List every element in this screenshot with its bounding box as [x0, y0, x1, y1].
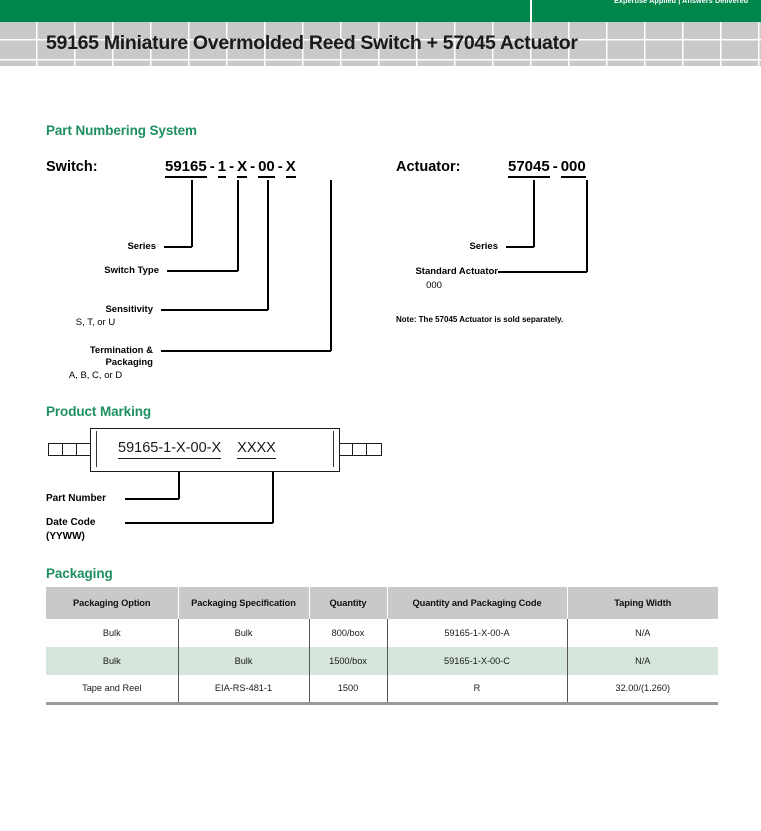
- leader-vline-standard-actuator: [586, 180, 588, 272]
- switch-seg-series: 59165: [165, 158, 207, 178]
- page-title: 59165 Miniature Overmolded Reed Switch +…: [46, 32, 578, 54]
- product-marking-text: 59165-1-X-00-X XXXX: [118, 440, 276, 459]
- callout-termination-line1: Termination &: [89, 345, 153, 356]
- table-row: Tape and Reel EIA-RS-481-1 1500 R 32.00/…: [46, 675, 718, 705]
- callout-termination-values: A, B, C, or D: [68, 370, 123, 381]
- actuator-note: Note: The 57045 Actuator is sold separat…: [396, 315, 564, 324]
- actuator-dash-1: -: [552, 158, 558, 175]
- column-header-packaging-specification: Packaging Specification: [178, 587, 310, 619]
- callout-sensitivity: Sensitivity: [105, 304, 153, 315]
- switch-body-drawing: [90, 428, 340, 472]
- leader-vline-actuator-series: [533, 180, 535, 247]
- title-band-grid-pattern: [0, 22, 761, 66]
- leader-hline-termination: [161, 350, 331, 352]
- cell-packaging-option: Bulk: [46, 619, 179, 647]
- lead-tick: [76, 444, 78, 455]
- callout-actuator-series: Series: [469, 241, 498, 252]
- cell-taping-width: N/A: [567, 647, 718, 675]
- actuator-part-number: 57045 - 000: [508, 158, 586, 178]
- header-green-band: [0, 0, 761, 22]
- leader-vline-part-number: [178, 472, 180, 499]
- cell-quantity: 800/box: [309, 619, 388, 647]
- lead-tick: [62, 444, 64, 455]
- leader-hline-part-number: [125, 498, 179, 500]
- cell-quantity: 1500/box: [309, 647, 388, 675]
- switch-dash-2: -: [229, 158, 235, 175]
- lead-tick: [352, 444, 354, 455]
- switch-dash-4: -: [277, 158, 283, 175]
- callout-series: Series: [127, 241, 156, 252]
- switch-dash-1: -: [209, 158, 215, 175]
- switch-lead-right: [337, 443, 382, 456]
- callout-switch-type: Switch Type: [104, 265, 159, 276]
- header-divider: [530, 0, 532, 22]
- callout-part-number: Part Number: [46, 493, 107, 504]
- switch-label: Switch:: [46, 159, 98, 175]
- leader-vline-termination: [330, 180, 332, 351]
- marking-part-number: 59165-1-X-00-X: [118, 440, 222, 459]
- cell-quantity-packaging-code: 59165-1-X-00-C: [387, 647, 568, 675]
- cell-taping-width: N/A: [567, 619, 718, 647]
- leader-hline-series: [164, 246, 192, 248]
- column-header-quantity: Quantity: [309, 587, 388, 619]
- leader-hline-date-code: [125, 522, 273, 524]
- cell-packaging-specification: Bulk: [178, 619, 310, 647]
- switch-seg-packaging: X: [285, 158, 296, 178]
- cell-quantity: 1500: [309, 675, 388, 705]
- actuator-seg-series: 57045: [508, 158, 550, 178]
- lead-tick: [366, 444, 368, 455]
- cell-packaging-option: Tape and Reel: [46, 675, 179, 705]
- cell-quantity-packaging-code: R: [387, 675, 568, 705]
- section-heading-product-marking: Product Marking: [46, 404, 152, 419]
- leader-vline-sensitivity: [267, 180, 269, 310]
- table-row: Bulk Bulk 800/box 59165-1-X-00-A N/A: [46, 619, 718, 647]
- leader-hline-actuator-series: [506, 246, 534, 248]
- leader-hline-standard-actuator: [498, 271, 587, 273]
- cell-taping-width: 32.00/(1.260): [567, 675, 718, 705]
- callout-termination-line2: Packaging: [105, 357, 153, 368]
- switch-dash-3: -: [250, 158, 256, 175]
- leader-hline-switch-type: [167, 270, 238, 272]
- actuator-label: Actuator:: [396, 159, 461, 175]
- leader-hline-sensitivity: [161, 309, 268, 311]
- switch-body-edge-right: [332, 431, 334, 467]
- cell-packaging-specification: EIA-RS-481-1: [178, 675, 310, 705]
- column-header-quantity-packaging-code: Quantity and Packaging Code: [387, 587, 568, 619]
- cell-packaging-option: Bulk: [46, 647, 179, 675]
- switch-part-number: 59165 - 1 - X - 00 - X: [165, 158, 296, 178]
- section-heading-packaging: Packaging: [46, 566, 113, 581]
- packaging-table: Packaging Option Packaging Specification…: [46, 587, 718, 705]
- title-band: [0, 22, 761, 66]
- column-header-packaging-option: Packaging Option: [46, 587, 179, 619]
- callout-date-code-format: (YYWW): [46, 531, 85, 542]
- table-row: Bulk Bulk 1500/box 59165-1-X-00-C N/A: [46, 647, 718, 675]
- switch-body-edge-left: [96, 431, 98, 467]
- section-heading-part-numbering: Part Numbering System: [46, 123, 197, 138]
- cell-quantity-packaging-code: 59165-1-X-00-A: [387, 619, 568, 647]
- callout-sensitivity-values: S, T, or U: [75, 317, 116, 328]
- callout-standard-actuator-value: 000: [426, 280, 442, 291]
- brand-tagline: Expertise Applied | Answers Delivered: [614, 0, 749, 5]
- switch-seg-termination: 00: [258, 158, 275, 178]
- cell-packaging-specification: Bulk: [178, 647, 310, 675]
- actuator-seg-standard: 000: [560, 158, 586, 178]
- marking-date-code: XXXX: [237, 440, 276, 459]
- callout-standard-actuator: Standard Actuator: [415, 266, 498, 277]
- leader-vline-switch-type: [237, 180, 239, 271]
- table-header-row: Packaging Option Packaging Specification…: [46, 587, 718, 619]
- switch-lead-left: [48, 443, 93, 456]
- leader-vline-date-code: [272, 472, 274, 523]
- switch-seg-type: 1: [217, 158, 227, 178]
- column-header-taping-width: Taping Width: [567, 587, 718, 619]
- callout-date-code: Date Code: [46, 517, 96, 528]
- leader-vline-series: [191, 180, 193, 247]
- switch-seg-sensitivity: X: [237, 158, 248, 178]
